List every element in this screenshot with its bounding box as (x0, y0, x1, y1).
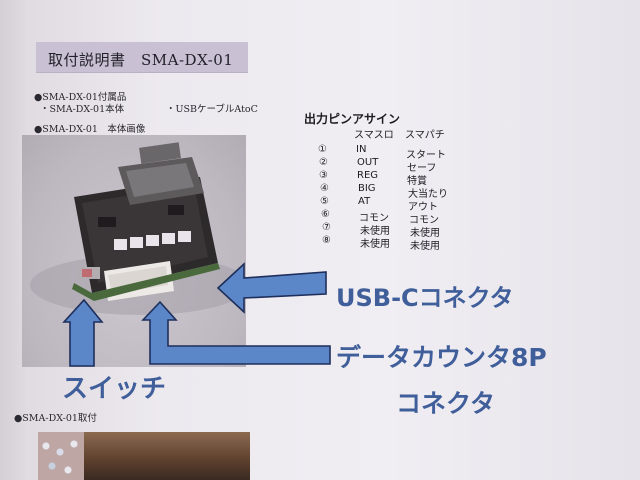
pin-smaslo-signal: IN (356, 144, 367, 155)
pin-number: ① (318, 144, 327, 155)
pin-smaslo-signal: OUT (357, 157, 379, 168)
pin-smapachi-signal: アウト (408, 202, 438, 213)
image-heading: ●SMA-DX-01 本体画像 (34, 124, 146, 135)
accessory-item-body: ・SMA-DX-01本体 (40, 104, 125, 115)
pin-smapachi-signal: 大当たり (408, 189, 448, 200)
pin-number: ③ (319, 170, 328, 181)
pin-smaslo-signal: 未使用 (360, 226, 390, 237)
install-heading: ●SMA-DX-01取付 (14, 413, 97, 424)
data-counter-label: データカウンタ8P (336, 343, 547, 372)
pin-smapachi-signal: 特賞 (407, 176, 427, 187)
title-box (36, 42, 248, 73)
usb-arrow (216, 262, 327, 314)
pin-number: ⑧ (322, 235, 331, 246)
data-connector-arrow (141, 300, 331, 365)
pin-number: ⑦ (322, 222, 331, 233)
pin-smaslo-signal: AT (358, 196, 371, 207)
install-photo (38, 432, 250, 480)
pin-smapachi-signal: セーフ (407, 163, 437, 174)
usb-c-label: USB-Cコネクタ (336, 284, 514, 312)
pin-smapachi-signal: コモン (409, 215, 439, 226)
column-header-smaslo: スマスロ (354, 130, 394, 141)
pin-smaslo-signal: 未使用 (360, 239, 390, 250)
accessories-heading: ●SMA-DX-01付属品 (34, 92, 127, 103)
column-header-smapachi: スマパチ (405, 130, 445, 141)
pin-number: ⑥ (321, 209, 330, 220)
pin-smaslo-signal: REG (357, 170, 379, 181)
accessory-item-cable: ・USBケーブルAtoC (166, 104, 258, 115)
switch-label: スイッチ (62, 374, 167, 404)
install-photo-detail (38, 432, 84, 480)
pin-smaslo-signal: コモン (359, 213, 389, 224)
pin-smaslo-signal: BIG (358, 183, 376, 194)
pin-smapachi-signal: 未使用 (410, 228, 440, 239)
pin-assign-title: 出力ピンアサイン (304, 112, 401, 126)
data-counter-label-line2: コネクタ (396, 389, 496, 418)
pin-smapachi-signal: スタート (406, 150, 446, 161)
pin-number: ② (319, 157, 328, 168)
pin-number: ④ (320, 183, 329, 194)
pin-smapachi-signal: 未使用 (410, 241, 440, 252)
switch-arrow (62, 298, 104, 367)
document-title: 取付説明書 SMA-DX-01 (48, 51, 234, 69)
pin-number: ⑤ (320, 196, 329, 207)
